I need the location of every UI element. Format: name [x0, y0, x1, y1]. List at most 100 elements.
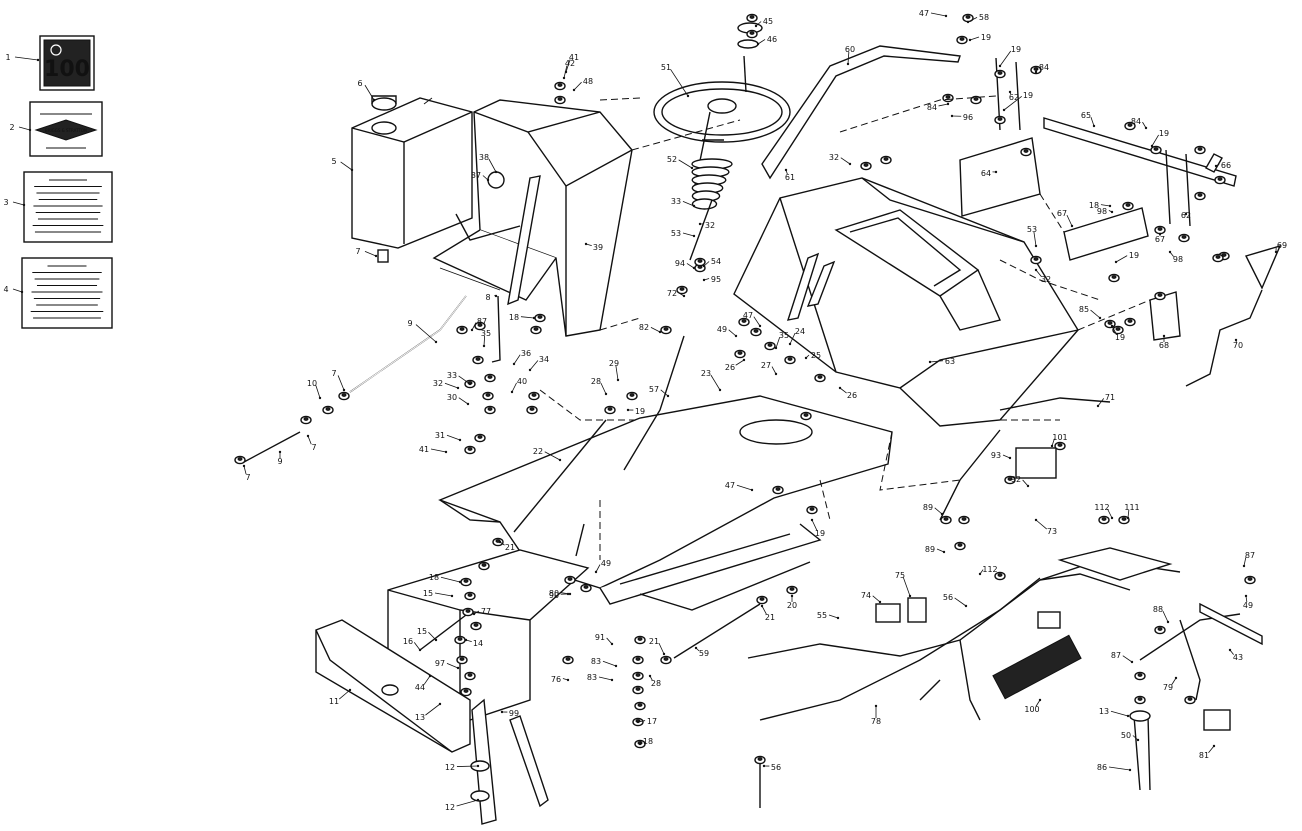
callout-6: 6	[357, 79, 376, 102]
callout-number: 47	[725, 481, 735, 490]
nut-hole	[465, 609, 471, 613]
callout-112: 112	[978, 565, 998, 576]
leader-line	[513, 354, 521, 365]
callout-91: 91	[595, 633, 614, 646]
leader-dot	[662, 652, 666, 656]
leader-dot	[1110, 210, 1114, 214]
leader-dot	[648, 674, 652, 678]
leader-dot	[22, 203, 26, 207]
nut-hole	[629, 393, 635, 397]
leader-dot	[568, 592, 572, 596]
leader-dot	[434, 340, 438, 344]
leader-line	[1090, 116, 1095, 127]
leader-dot	[1002, 108, 1006, 112]
callout-75: 75	[895, 571, 912, 598]
leader-dot	[1166, 620, 1170, 624]
callout-number: 16	[403, 637, 413, 646]
callout-5: 5	[331, 157, 354, 172]
callout-33: 33	[447, 371, 472, 386]
callout-101: 101	[1050, 433, 1068, 448]
nut-hole	[583, 585, 589, 589]
callout-72: 72	[667, 289, 686, 298]
callout-number: 39	[593, 243, 603, 252]
rod-70	[1185, 289, 1263, 387]
leader-dot	[702, 278, 706, 282]
leader-line	[446, 434, 461, 441]
leader-dot	[470, 328, 474, 332]
callout-19: 19	[998, 45, 1021, 68]
callout-number: 2	[9, 123, 14, 132]
callout-number: 93	[991, 451, 1001, 460]
callout-13: 13	[415, 702, 442, 722]
leader-dot	[750, 488, 754, 492]
callout-number: 28	[591, 377, 601, 386]
spindle-right	[509, 715, 549, 808]
leader-dot	[1034, 268, 1038, 272]
callout-number: 44	[415, 683, 425, 692]
nut-hole	[467, 593, 473, 597]
leader-dot	[804, 356, 808, 360]
callout-number: 63	[945, 357, 955, 366]
leader-dot	[528, 368, 532, 372]
wire-harness	[747, 397, 1263, 808]
leader-dot	[28, 128, 32, 132]
callout-67: 67	[1155, 232, 1165, 244]
leader-line	[1066, 214, 1073, 227]
leader-dot	[742, 358, 746, 362]
warning-a-text-lines	[32, 179, 104, 233]
nut-hole	[485, 393, 491, 397]
leader-line	[602, 660, 617, 667]
callout-62: 62	[1181, 211, 1191, 220]
nut-hole	[477, 435, 483, 439]
callout-92: 92	[1011, 475, 1030, 488]
callout-number: 42	[565, 59, 575, 68]
hardware	[234, 13, 1256, 765]
callout-number: 33	[447, 371, 457, 380]
callout-19: 19	[1150, 129, 1169, 148]
callout-26: 26	[838, 386, 857, 400]
callout-number: 19	[815, 529, 825, 538]
callout-number: 19	[981, 33, 991, 42]
nut-hole	[459, 327, 465, 331]
nut-hole	[957, 543, 963, 547]
leader-line	[444, 382, 459, 389]
leader-line	[954, 597, 967, 607]
leader-line	[606, 637, 613, 645]
callout-42: 42	[562, 59, 575, 80]
callout-number: 32	[433, 379, 443, 388]
leader-line	[458, 375, 471, 385]
callout-81: 81	[1199, 744, 1216, 760]
callout-15: 15	[423, 589, 454, 598]
nut-hole	[997, 573, 1003, 577]
leader-line	[243, 465, 247, 475]
callout-number: 43	[1233, 653, 1243, 662]
callout-number: 55	[817, 611, 827, 620]
callout-layer: 1234567777899101112121313141515161718181…	[3, 9, 1287, 812]
nut-hole	[457, 637, 463, 641]
nut-hole	[475, 357, 481, 361]
callout-number: 49	[1243, 601, 1253, 610]
callout-84: 84	[1131, 117, 1148, 130]
boot-ring	[691, 198, 718, 210]
callout-24: 24	[788, 327, 805, 346]
callout-7: 7	[306, 434, 317, 452]
nut-hole	[467, 673, 473, 677]
main-frame	[315, 395, 893, 825]
callout-89: 89	[925, 545, 946, 554]
callout-number: 12	[445, 763, 455, 772]
callout-21: 21	[649, 637, 666, 656]
leader-dot	[476, 798, 480, 802]
nut-hole	[341, 393, 347, 397]
leader-line	[1035, 519, 1047, 530]
leader-line	[1111, 325, 1117, 335]
callout-number: 86	[1097, 763, 1107, 772]
leader-dot	[494, 170, 498, 174]
callout-number: 19	[1023, 91, 1033, 100]
callout-number: 15	[417, 627, 427, 636]
leader-dot	[500, 710, 504, 714]
callout-70: 70	[1233, 338, 1243, 350]
callout-number: 71	[1105, 393, 1115, 402]
leader-dot	[928, 360, 932, 364]
callout-number: 84	[1131, 117, 1141, 126]
leader-dot	[942, 550, 946, 554]
